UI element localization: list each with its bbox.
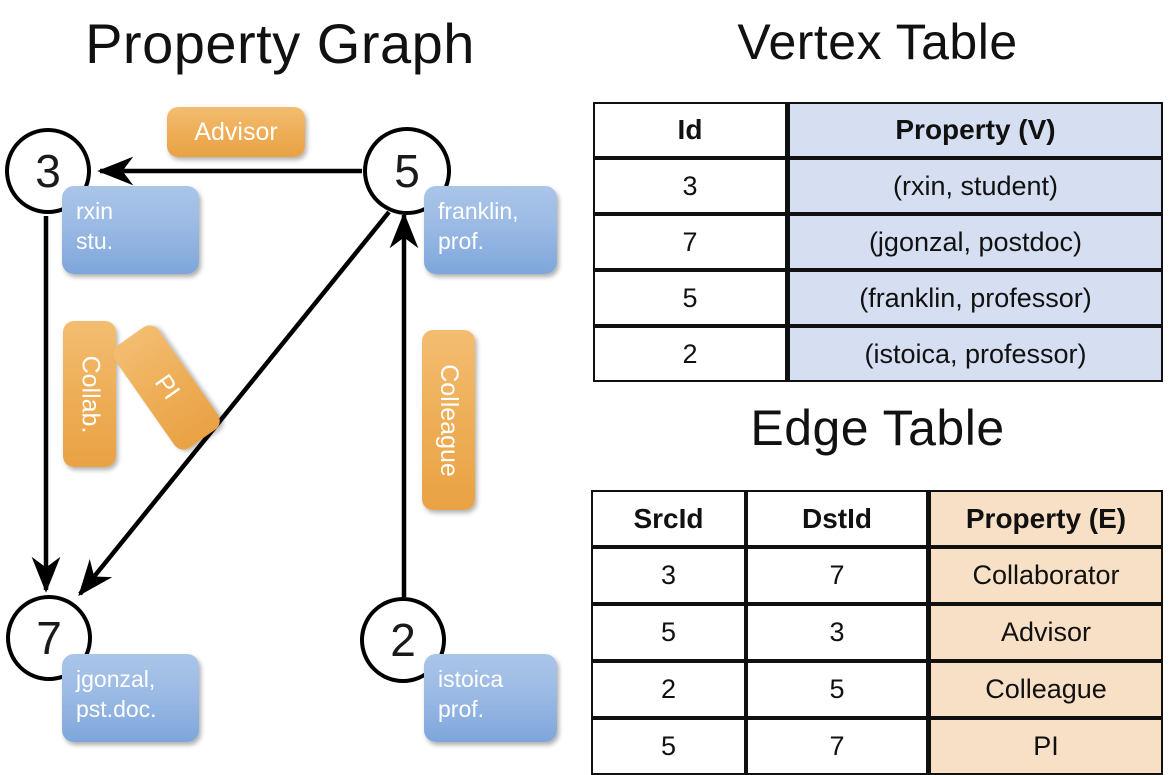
node-property-line-2: prof.	[438, 228, 485, 254]
edge-cell-srcid: 3	[591, 547, 746, 604]
node-property-line-1: istoica	[438, 666, 504, 692]
vertex-cell-id: 7	[593, 214, 787, 270]
node-property-line-1: rxin	[76, 198, 114, 224]
edge-label-advisor[interactable]: Advisor	[167, 107, 305, 157]
node-property-line-1: jgonzal,	[76, 666, 156, 692]
table-header-row: Id Property (V)	[593, 102, 1163, 158]
edge-header-property: Property (E)	[928, 490, 1163, 547]
edge-label-collab[interactable]: Collab.	[63, 321, 116, 467]
vertex-cell-property: (jgonzal, postdoc)	[787, 214, 1163, 270]
edge-cell-property: PI	[928, 718, 1163, 775]
edge-label-advisor-text: Advisor	[194, 117, 278, 146]
node-property-box-jgonzal[interactable]: jgonzal, pst.doc.	[62, 654, 199, 742]
table-row[interactable]: 5 (franklin, professor)	[593, 270, 1163, 326]
vertex-cell-id: 2	[593, 326, 787, 382]
edge-table: SrcId DstId Property (E) 3 7 Collaborato…	[591, 490, 1163, 775]
edge-arrow-pi	[78, 210, 391, 597]
node-property-line-1: franklin,	[438, 198, 519, 224]
edge-cell-property: Advisor	[928, 604, 1163, 661]
edge-cell-dstid: 5	[746, 661, 928, 718]
edge-cell-property: Collaborator	[928, 547, 1163, 604]
edge-cell-srcid: 5	[591, 604, 746, 661]
table-row[interactable]: 5 3 Advisor	[591, 604, 1163, 661]
page-title-property-graph: Property Graph	[85, 12, 475, 75]
graph-node-7-label: 7	[36, 612, 62, 664]
node-property-box-rxin[interactable]: rxin stu.	[62, 186, 199, 274]
edge-label-colleague-text: Colleague	[435, 363, 463, 477]
graph-node-2[interactable]: 2	[360, 597, 446, 683]
edge-cell-dstid: 7	[746, 547, 928, 604]
vertex-header-id: Id	[593, 102, 787, 158]
edge-label-collab-text: Collab.	[76, 355, 105, 433]
page-title-edge-table: Edge Table	[750, 400, 1005, 456]
graph-node-5-label: 5	[394, 145, 420, 197]
vertex-cell-property: (rxin, student)	[787, 158, 1163, 214]
table-row[interactable]: 2 5 Colleague	[591, 661, 1163, 718]
vertex-table: Id Property (V) 3 (rxin, student) 7 (jgo…	[593, 102, 1163, 382]
edge-header-dstid: DstId	[746, 490, 928, 547]
vertex-cell-property: (franklin, professor)	[787, 270, 1163, 326]
graph-edge-arrows	[31, 156, 419, 597]
edge-cell-srcid: 5	[591, 718, 746, 775]
node-property-line-2: prof.	[438, 696, 485, 722]
page-title-vertex-table: Vertex Table	[737, 14, 1018, 70]
edge-header-srcid: SrcId	[591, 490, 746, 547]
edge-label-colleague[interactable]: Colleague	[422, 330, 475, 510]
edge-label-pi-text: PI	[148, 369, 186, 405]
vertex-header-property: Property (V)	[787, 102, 1163, 158]
node-property-box-franklin[interactable]: franklin, prof.	[424, 186, 557, 274]
table-row[interactable]: 3 (rxin, student)	[593, 158, 1163, 214]
vertex-cell-property: (istoica, professor)	[787, 326, 1163, 382]
vertex-cell-id: 3	[593, 158, 787, 214]
node-property-box-istoica[interactable]: istoica prof.	[424, 654, 557, 742]
table-row[interactable]: 2 (istoica, professor)	[593, 326, 1163, 382]
edge-cell-srcid: 2	[591, 661, 746, 718]
vertex-cell-id: 5	[593, 270, 787, 326]
table-row[interactable]: 3 7 Collaborator	[591, 547, 1163, 604]
table-row[interactable]: 7 (jgonzal, postdoc)	[593, 214, 1163, 270]
edge-cell-dstid: 3	[746, 604, 928, 661]
table-row[interactable]: 5 7 PI	[591, 718, 1163, 775]
property-graph-diagram: 3 5 7 2 rxin stu. franklin, prof. jgonza…	[0, 0, 585, 760]
graph-node-3-label: 3	[35, 145, 61, 197]
node-property-line-2: pst.doc.	[76, 696, 157, 722]
graph-node-2-label: 2	[390, 614, 416, 666]
table-header-row: SrcId DstId Property (E)	[591, 490, 1163, 547]
edge-cell-dstid: 7	[746, 718, 928, 775]
node-property-line-2: stu.	[76, 228, 114, 254]
edge-cell-property: Colleague	[928, 661, 1163, 718]
